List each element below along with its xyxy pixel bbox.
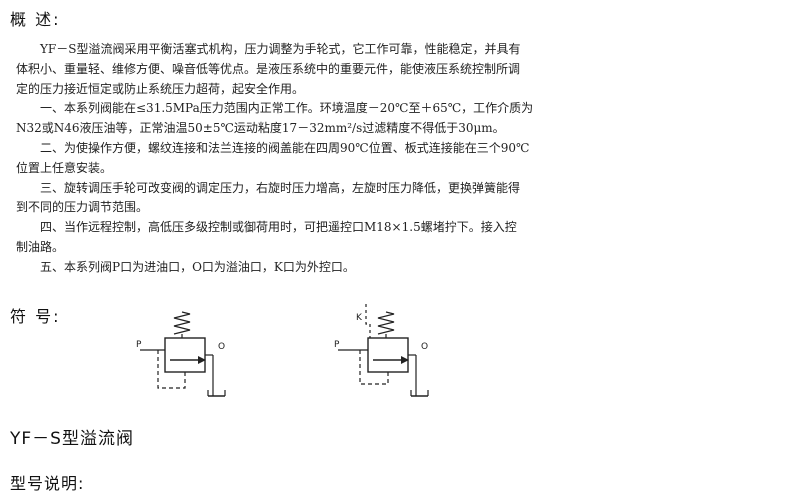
paragraph-line: 位置上任意安装。 [16,160,113,175]
paragraph-line: 三、旋转调压手轮可改变阀的调定压力，右旋时压力增高，左旋时压力降低，更换弹簧能得 [40,180,521,195]
paragraph-line: 定的压力接近恒定或防止系统压力超荷，起安全作用。 [16,81,305,96]
paragraph-line: 五、本系列阀P口为进油口，O口为溢油口，K口为外控口。 [40,259,355,274]
remote-port-line [365,304,371,338]
paragraph-line: YF－S型溢流阀采用平衡活塞式机构，压力调整为手轮式，它工作可靠，性能稳定，并具… [40,42,521,56]
valve-body [367,337,409,373]
port-o-label: O [421,342,428,352]
port-p-label: P [136,340,142,350]
port-k-label: K [356,313,363,323]
paragraph-line: 体积小、重量轻、维修方便、噪音低等优点。是液压系统中的重要元件，能使液压系统控制… [16,61,521,76]
spring [377,311,395,335]
relief-valve-symbol-direct [140,311,226,397]
paragraph-line: 一、本系列阀能在≤31.5MPa压力范围内正常工作。环境温度－20℃至＋65℃，… [40,101,534,116]
symbol-heading: 符 号: [10,307,61,326]
product-title: YF－S型溢流阀 [10,429,134,449]
paragraph-line: 四、当作远程控制，高低压多级控制或御荷用时，可把遥控口M18×1.5螺堵拧下。接… [40,220,517,235]
valve-body [164,337,206,373]
paragraph-line: 二、为使操作方便，螺纹连接和法兰连接的阀盖能在四周90℃位置、板式连接能在三个9… [40,140,530,155]
relief-valve-symbol-remote [338,304,429,397]
pilot-line [157,350,186,389]
spring [173,311,191,335]
paragraph-line: 到不同的压力调节范围。 [16,200,149,215]
pilot-line [359,350,389,385]
model-heading: 型号说明: [10,474,85,493]
port-o-label: O [218,342,225,352]
overview-text: YF－S型溢流阀采用平衡活塞式机构，压力调整为手轮式，它工作可靠，性能稳定，并具… [16,40,556,278]
port-p-label: P [334,340,340,350]
overview-heading: 概 述: [10,10,61,29]
paragraph-line: 制油路。 [16,239,65,254]
paragraph-line: N32或N46液压油等，正常油温50±5℃运动粘度17－32mm²/s过滤精度不… [16,121,505,136]
hydraulic-symbols: P O K P O [136,304,429,397]
